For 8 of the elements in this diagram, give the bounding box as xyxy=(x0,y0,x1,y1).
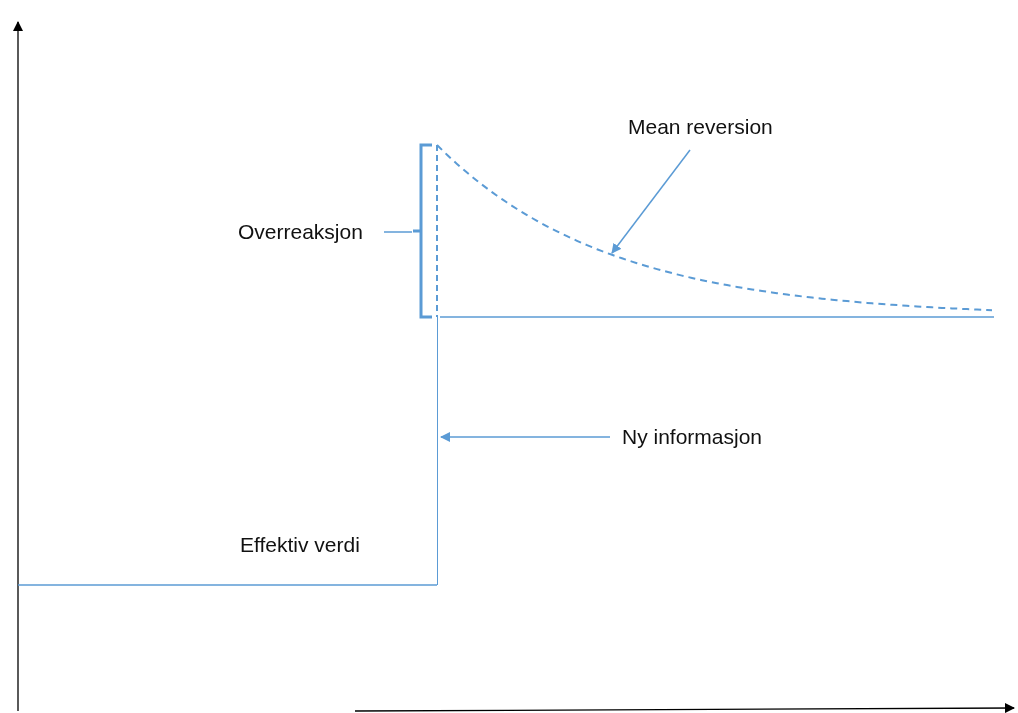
label-text: Effektiv verdi xyxy=(240,532,360,558)
leader-line xyxy=(383,231,413,233)
arrow xyxy=(611,149,691,254)
annotation-text: Overreaksjon xyxy=(238,219,363,245)
arrow xyxy=(440,432,611,442)
annotation-text: Ny informasjon xyxy=(622,424,763,450)
annotation-text: Mean reversion xyxy=(628,114,773,140)
vertical-line xyxy=(437,317,438,585)
